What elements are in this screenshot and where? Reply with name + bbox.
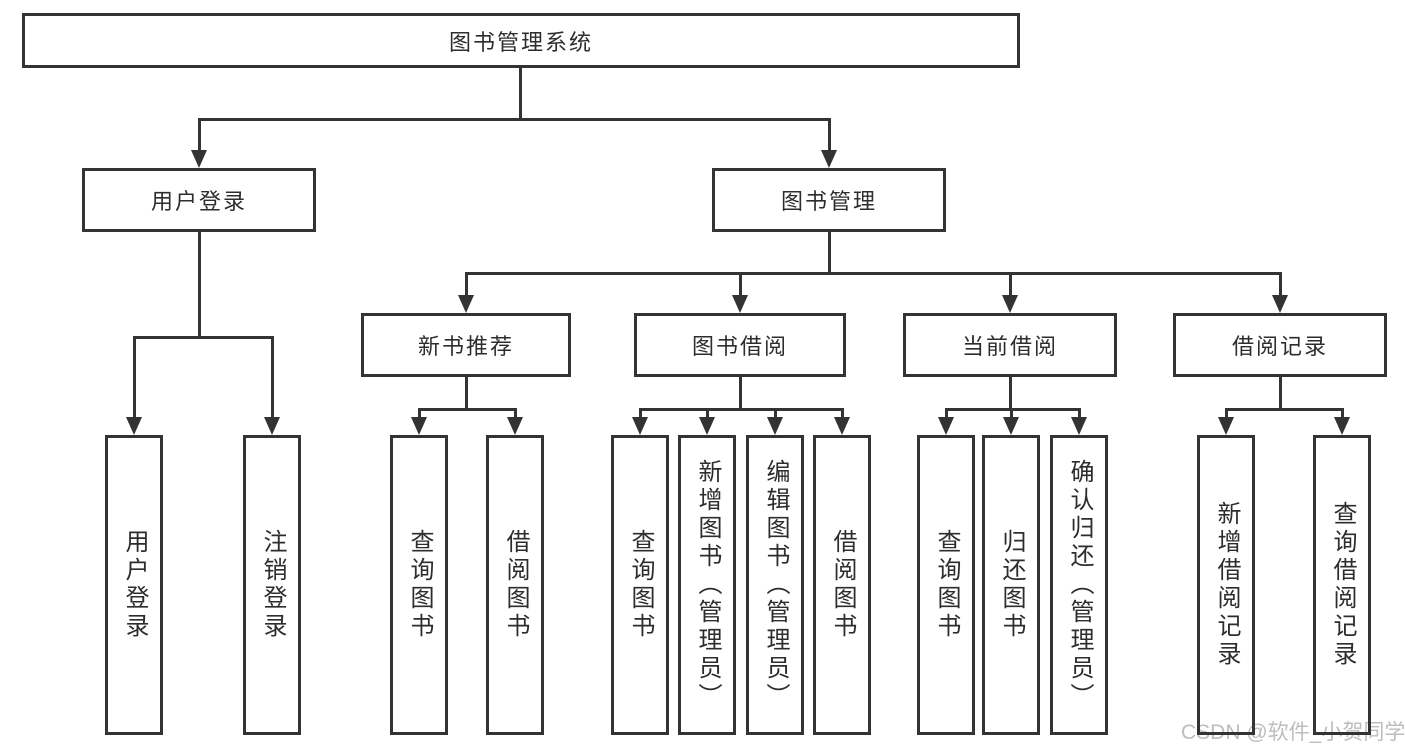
- leaf-label: 借阅图书: [502, 529, 529, 641]
- connector-line: [418, 408, 516, 411]
- connector-line: [1279, 377, 1282, 408]
- watermark: CSDN @软件_小贺同学: [1181, 721, 1405, 744]
- connector-line: [198, 232, 201, 336]
- connector-line: [1279, 272, 1282, 295]
- connector-line: [418, 408, 421, 417]
- connector-line: [706, 408, 709, 417]
- connector-line: [739, 377, 742, 408]
- arrow-down-icon: [938, 417, 954, 435]
- leaf-query-borrow-record: 查询借阅记录: [1313, 435, 1371, 735]
- connector-line: [1009, 377, 1012, 408]
- leaf-label: 查询图书: [933, 529, 960, 641]
- leaf-label: 查询图书: [406, 529, 433, 641]
- connector-line: [828, 118, 831, 150]
- leaf-label: 注销登录: [259, 529, 286, 641]
- node-new-book-recommendation: 新书推荐: [361, 313, 571, 377]
- connector-line: [945, 408, 948, 417]
- connector-line: [198, 118, 831, 121]
- arrow-down-icon: [1334, 417, 1350, 435]
- leaf-label: 新增借阅记录: [1213, 501, 1240, 669]
- node-label: 新书推荐: [417, 334, 514, 359]
- connector-line: [841, 408, 844, 417]
- arrow-down-icon: [264, 417, 280, 435]
- node-label: 借阅记录: [1231, 334, 1328, 359]
- leaf-query-books-recommend: 查询图书: [390, 435, 448, 735]
- connector-line: [1225, 408, 1344, 411]
- arrow-down-icon: [821, 150, 837, 168]
- leaf-add-borrow-record: 新增借阅记录: [1197, 435, 1255, 735]
- leaf-query-books-borrowing: 查询图书: [611, 435, 669, 735]
- arrow-down-icon: [411, 417, 427, 435]
- arrow-down-icon: [458, 295, 474, 313]
- leaf-label: 新增图书（管理员）: [694, 459, 721, 711]
- arrow-down-icon: [1218, 417, 1234, 435]
- node-label: 当前借阅: [961, 334, 1058, 359]
- leaf-confirm-return-admin: 确认归还（管理员）: [1050, 435, 1108, 735]
- arrow-down-icon: [732, 295, 748, 313]
- arrow-down-icon: [767, 417, 783, 435]
- connector-line: [828, 232, 831, 272]
- leaf-label: 借阅图书: [829, 529, 856, 641]
- leaf-return-books: 归还图书: [982, 435, 1040, 735]
- node-library-management-system: 图书管理系统: [22, 13, 1020, 68]
- connector-line: [465, 272, 468, 295]
- leaf-label: 编辑图书（管理员）: [762, 459, 789, 711]
- leaf-logout: 注销登录: [243, 435, 301, 735]
- node-current-borrowing: 当前借阅: [903, 313, 1117, 377]
- leaf-label: 查询图书: [627, 529, 654, 641]
- arrow-down-icon: [1272, 295, 1288, 313]
- arrow-down-icon: [834, 417, 850, 435]
- connector-line: [198, 118, 201, 150]
- leaf-query-books-current: 查询图书: [917, 435, 975, 735]
- connector-line: [133, 336, 274, 339]
- arrow-down-icon: [632, 417, 648, 435]
- leaf-label: 查询借阅记录: [1329, 501, 1356, 669]
- leaf-label: 归还图书: [998, 529, 1025, 641]
- connector-line: [465, 272, 1282, 275]
- connector-line: [639, 408, 642, 417]
- node-label: 图书管理: [780, 189, 877, 214]
- node-user-login: 用户登录: [82, 168, 316, 232]
- connector-line: [519, 68, 522, 118]
- connector-line: [133, 336, 136, 417]
- connector-line: [739, 272, 742, 295]
- leaf-label: 用户登录: [121, 529, 148, 641]
- arrow-down-icon: [1071, 417, 1087, 435]
- node-book-borrowing: 图书借阅: [634, 313, 846, 377]
- connector-line: [465, 377, 468, 408]
- node-borrowing-records: 借阅记录: [1173, 313, 1387, 377]
- leaf-edit-books-admin: 编辑图书（管理员）: [746, 435, 804, 735]
- node-label: 用户登录: [150, 189, 247, 214]
- leaf-borrow-books-recommend: 借阅图书: [486, 435, 544, 735]
- connector-line: [639, 408, 844, 411]
- arrow-down-icon: [699, 417, 715, 435]
- arrow-down-icon: [126, 417, 142, 435]
- connector-line: [774, 408, 777, 417]
- node-book-management: 图书管理: [712, 168, 946, 232]
- leaf-user-login: 用户登录: [105, 435, 163, 735]
- connector-line: [945, 408, 1081, 411]
- connector-line: [1078, 408, 1081, 417]
- arrow-down-icon: [1003, 417, 1019, 435]
- node-label: 图书借阅: [691, 334, 788, 359]
- connector-line: [1010, 408, 1013, 417]
- arrow-down-icon: [191, 150, 207, 168]
- leaf-add-books-admin: 新增图书（管理员）: [678, 435, 736, 735]
- connector-line: [1341, 408, 1344, 417]
- node-label: 图书管理系统: [448, 29, 593, 55]
- leaf-label: 确认归还（管理员）: [1066, 459, 1093, 711]
- connector-line: [1225, 408, 1228, 417]
- leaf-borrow-books-borrowing: 借阅图书: [813, 435, 871, 735]
- connector-line: [514, 408, 517, 417]
- connector-line: [1009, 272, 1012, 295]
- arrow-down-icon: [507, 417, 523, 435]
- connector-line: [271, 336, 274, 417]
- arrow-down-icon: [1002, 295, 1018, 313]
